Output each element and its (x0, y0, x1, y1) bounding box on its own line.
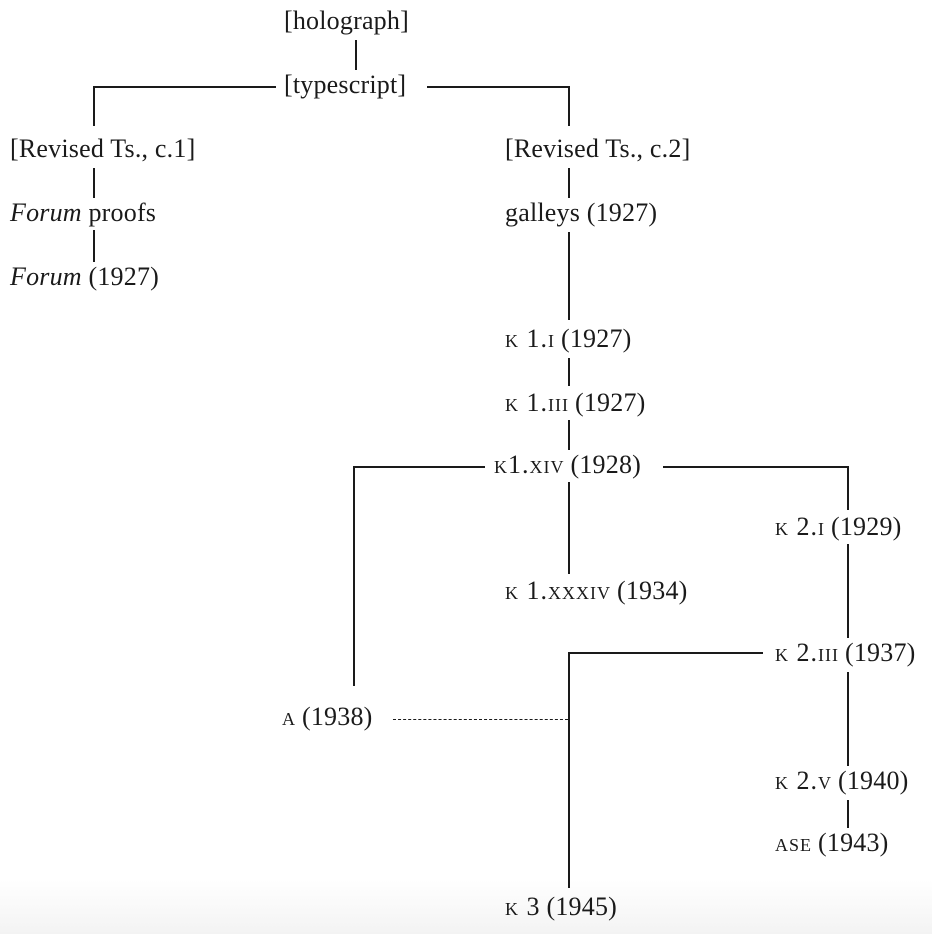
connector-to-a (353, 466, 355, 686)
node-k1-xiv: K1.xiv(1928) (494, 450, 641, 480)
node-k3: K 3(1945) (505, 892, 617, 922)
connector-to-k3 (568, 652, 570, 888)
node-revised-c1: [Revised Ts., c.1] (10, 134, 195, 164)
node-forum-1927: Forum (1927) (10, 262, 159, 292)
node-k3-siglum: K 3 (505, 892, 541, 921)
node-k1-iii-siglum: K 1.iii (505, 388, 569, 417)
node-k1-iii: K 1.iii(1927) (505, 388, 646, 418)
node-k1-i-date: (1927) (561, 324, 632, 353)
connector-k1iii-k1xiv (568, 420, 570, 450)
node-a-1938-siglum: A (282, 702, 296, 731)
connector-k2iii-k2v (847, 672, 849, 766)
node-k1-i-siglum: K 1.i (505, 324, 555, 353)
node-k1-iii-date: (1927) (574, 388, 646, 417)
node-typescript-label: [typescript] (284, 70, 407, 99)
connector-to-k2i (847, 466, 849, 510)
node-k1-i: K 1.i(1927) (505, 324, 632, 354)
node-k2-v-siglum: K 2.v (775, 766, 832, 795)
connector-k1xiv-left (353, 466, 485, 468)
node-k1-xxxiv-date: (1934) (617, 576, 688, 605)
connector-typescript-left (93, 86, 276, 88)
connector-k2v-ase (847, 800, 849, 828)
node-revised-c1-label: [Revised Ts., c.1] (10, 134, 196, 163)
node-k2-i-date: (1929) (831, 512, 902, 541)
connector-a-k3-dashed (393, 719, 568, 720)
node-galleys-label: galleys (1927) (505, 198, 658, 227)
node-holograph-label: [holograph] (284, 6, 409, 35)
node-typescript: [typescript] (284, 70, 406, 100)
node-holograph: [holograph] (284, 6, 409, 36)
connector-k1xiv-right (663, 466, 848, 468)
connector-c1-forum-proofs (93, 168, 95, 198)
connector-typescript-right (427, 86, 569, 88)
connector-k2i-k2iii (847, 544, 849, 638)
node-k1-xxxiv-siglum: K 1.xxxiv (505, 576, 611, 605)
node-a-1938-date: (1938) (302, 702, 373, 731)
node-k1-xxxiv: K 1.xxxiv(1934) (505, 576, 688, 606)
node-a-1938: A(1938) (282, 702, 373, 732)
connector-galleys-k1i (568, 232, 570, 320)
connector-proofs-forum (93, 230, 95, 262)
node-k1-xiv-date: (1928) (570, 450, 642, 479)
node-ase: ASE(1943) (775, 828, 889, 858)
node-forum-1927-italic: Forum (10, 262, 82, 291)
node-revised-c2: [Revised Ts., c.2] (505, 134, 690, 164)
node-k2-i: K 2.i(1929) (775, 512, 902, 542)
node-k2-iii-siglum: K 2.iii (775, 638, 839, 667)
connector-k1xiv-k1xxxiv (568, 482, 570, 574)
node-galleys: galleys (1927) (505, 198, 657, 228)
node-k2-iii: K 2.iii(1937) (775, 638, 916, 668)
connector-k2iii-left (568, 652, 763, 654)
node-k2-iii-date: (1937) (844, 638, 916, 667)
node-forum-1927-date: (1927) (88, 262, 160, 291)
node-ase-siglum: ASE (775, 828, 813, 857)
node-revised-c2-label: [Revised Ts., c.2] (505, 134, 691, 163)
connector-c2-galleys (568, 168, 570, 198)
connector-right-drop (568, 86, 570, 126)
node-ase-date: (1943) (818, 828, 889, 857)
connector-holograph-typescript (355, 40, 357, 70)
node-k2-v: K 2.v(1940) (775, 766, 909, 796)
node-k3-date: (1945) (546, 892, 618, 921)
node-k2-i-siglum: K 2.i (775, 512, 825, 541)
node-forum-proofs: Forum proofs (10, 198, 156, 228)
node-forum-proofs-italic: Forum (10, 198, 82, 227)
connector-left-drop (93, 86, 95, 126)
connector-k1i-k1iii (568, 358, 570, 386)
node-k1-xiv-siglum: K1.xiv (494, 450, 565, 479)
node-forum-proofs-rest: proofs (88, 198, 157, 227)
node-k2-v-date: (1940) (838, 766, 909, 795)
